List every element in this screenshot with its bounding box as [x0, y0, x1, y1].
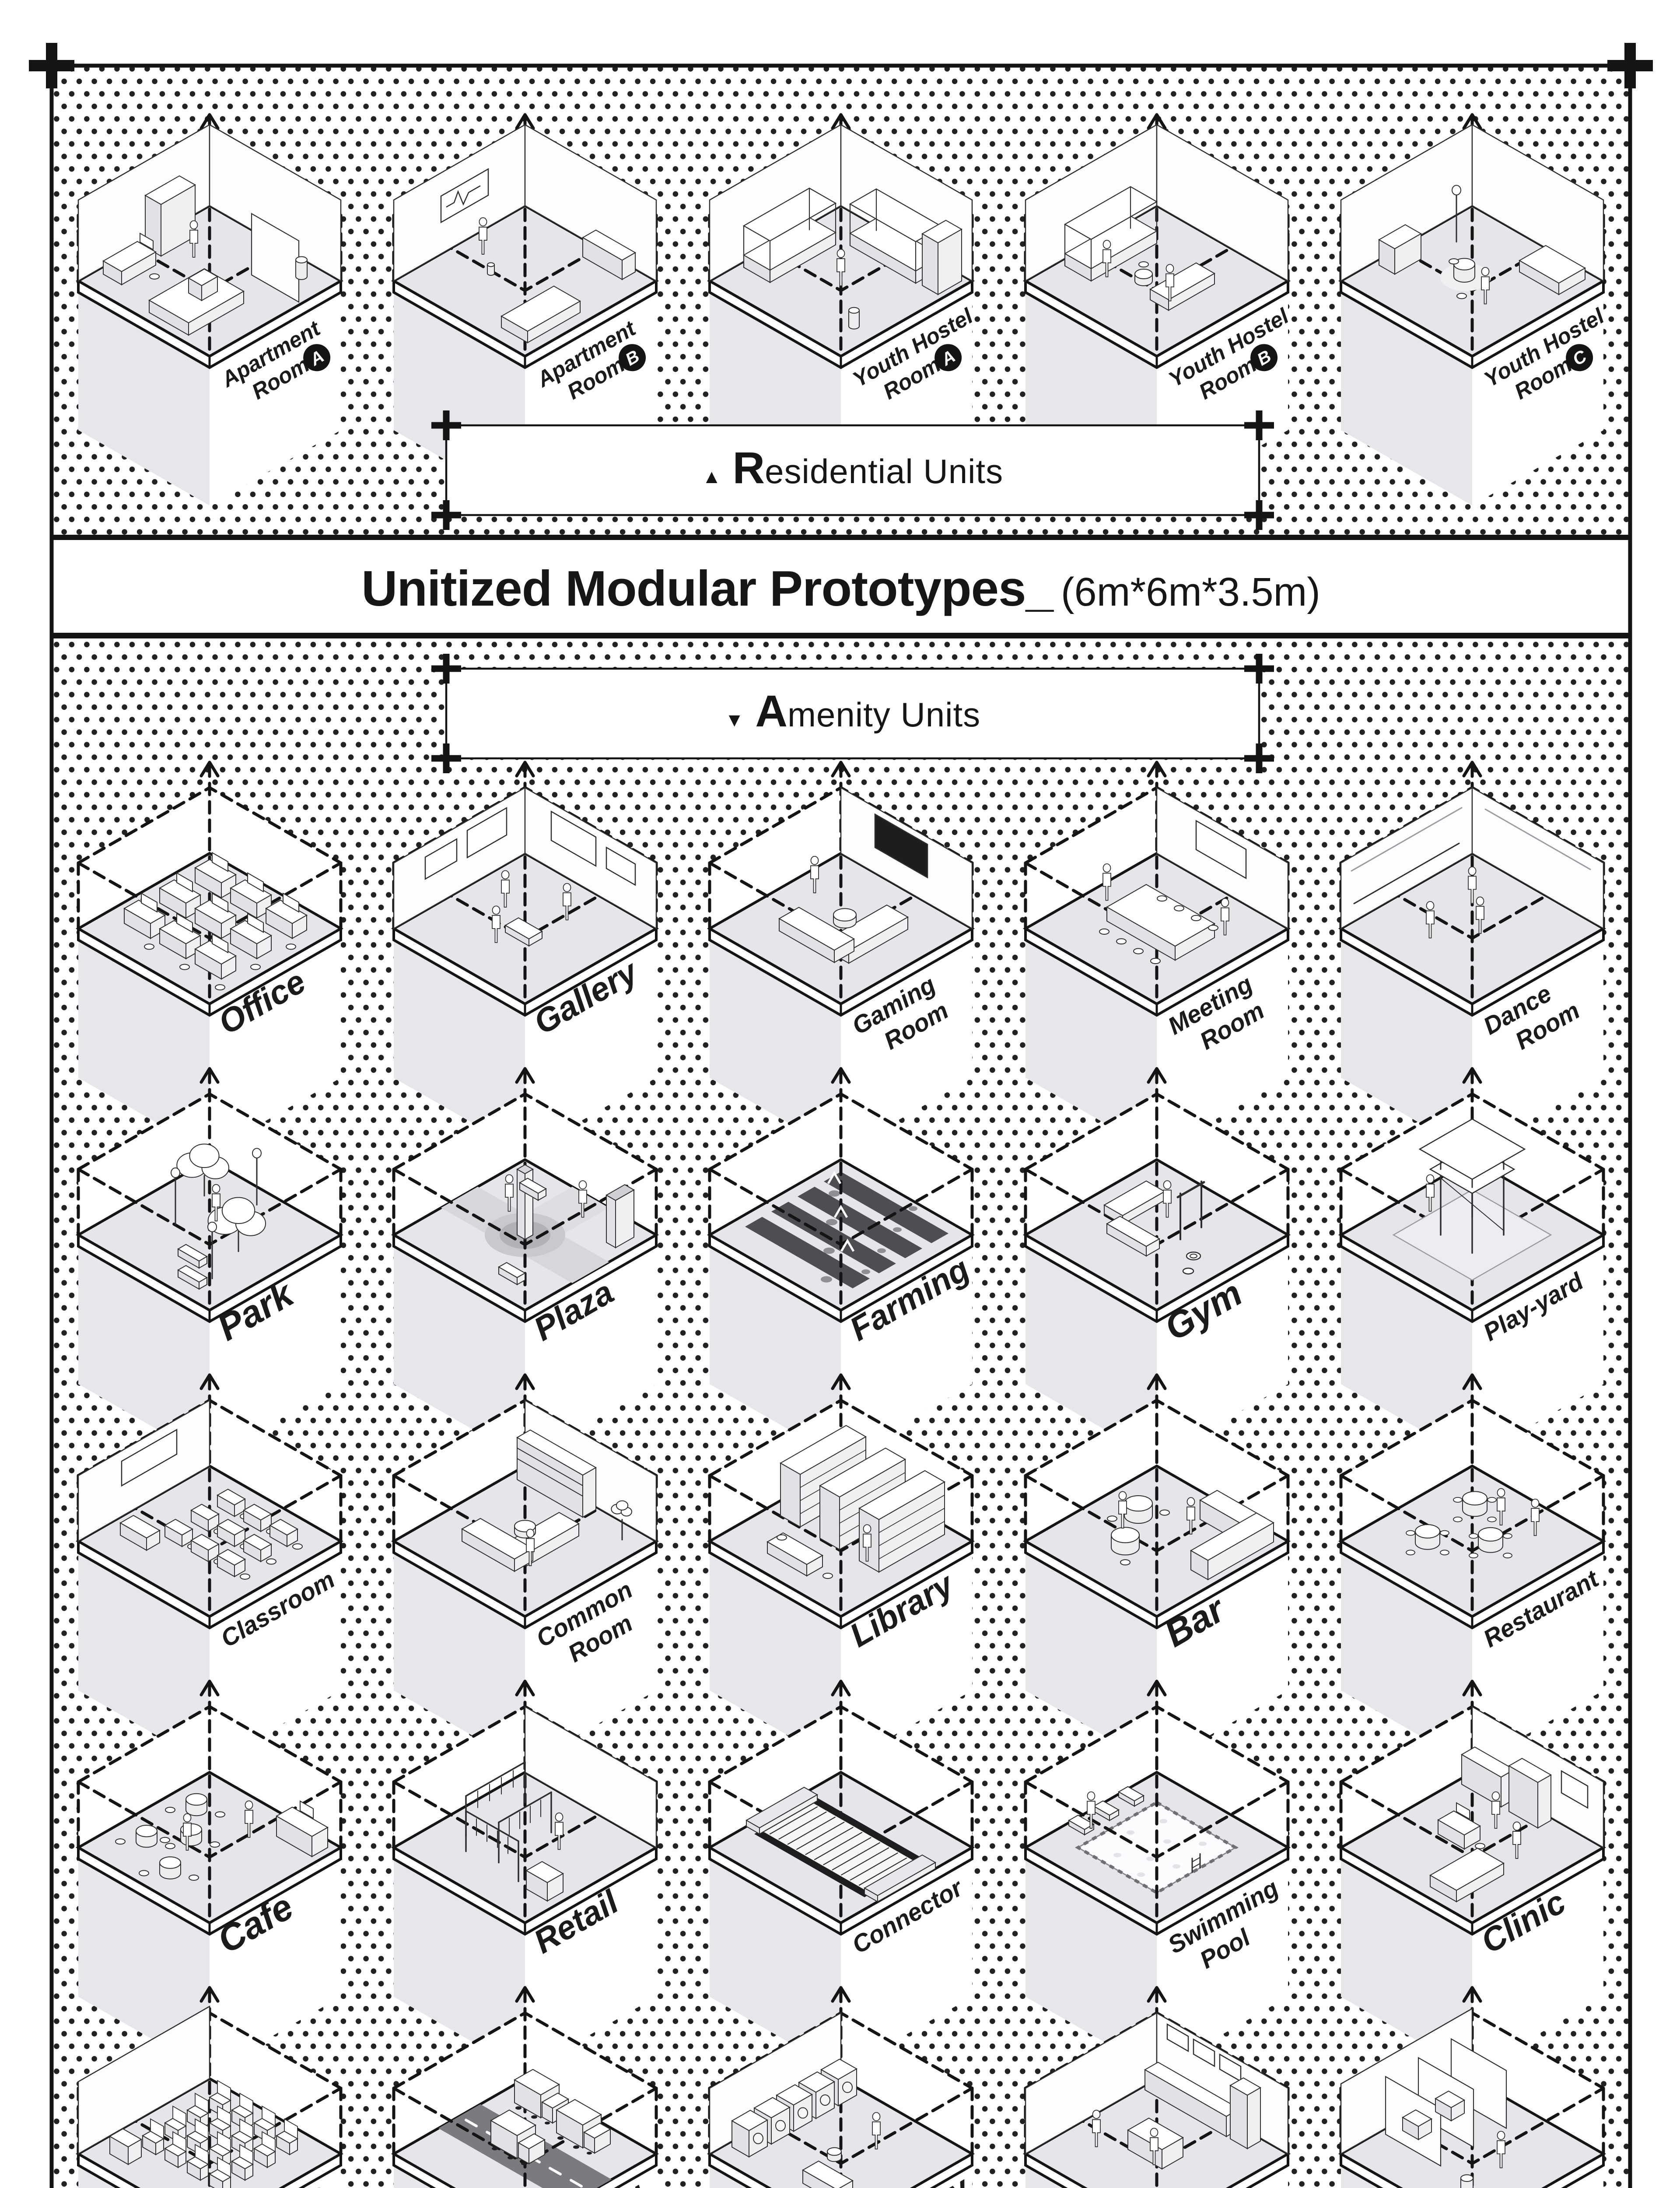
unit-lecture: Lecture: [75, 1986, 344, 2188]
unit-gym: Gym: [1022, 1067, 1291, 1459]
unit-bar: Bar: [1022, 1373, 1291, 1766]
unit-clinic: Clinic: [1338, 1680, 1606, 2072]
page-title: Unitized Modular Prototypes_(6m*6m*3.5m): [361, 561, 1320, 617]
unit-classroom: Classroom: [75, 1373, 344, 1766]
registration-cross: [431, 654, 461, 684]
unit-parking: Parking: [391, 1986, 659, 2188]
youth-hostel-room-b-badge: [1250, 344, 1278, 372]
unit-office: Office: [75, 761, 344, 1153]
unit-farming: Farming: [707, 1067, 976, 1459]
registration-cross: [431, 743, 461, 773]
residential-banner: ▲Residential Units: [445, 424, 1260, 516]
registration-cross: [29, 43, 74, 88]
registration-marks: [29, 43, 1653, 773]
amenity-banner-text: ▼Amenity Units: [725, 686, 980, 736]
unit-toilet: Toilet: [1338, 1986, 1606, 2188]
title-band: [52, 540, 1630, 633]
residential-banner-text: ▲Residential Units: [702, 443, 1003, 493]
unit-retail: Retail: [391, 1680, 659, 2072]
apartment-room-b-badge: [619, 344, 646, 372]
youth-hostel-room-a-badge: [934, 344, 962, 372]
registration-cross: [431, 500, 461, 530]
page-border: [49, 63, 1632, 2188]
unit-restaurant: Restaurant: [1338, 1373, 1606, 1766]
registration-cross: [431, 410, 461, 440]
registration-cross: [1244, 410, 1274, 440]
youth-hostel-room-c-badge: [1566, 344, 1593, 372]
unit-library: Library: [707, 1373, 975, 1766]
registration-cross: [1244, 500, 1274, 530]
title-rule-bottom: [52, 633, 1630, 638]
unit-gallery: Gallery: [391, 761, 659, 1153]
title-rule-top: [52, 535, 1630, 540]
amenity-banner: ▼Amenity Units: [445, 667, 1260, 760]
registration-cross: [1244, 743, 1274, 773]
unit-laundry: Laundry: [707, 1986, 977, 2188]
unit-connector: Connector: [707, 1680, 975, 2072]
unit-cafe: Cafe: [75, 1680, 344, 2072]
apartment-room-a-badge: [303, 344, 331, 372]
unit-pantry: Pantry: [1022, 1986, 1291, 2188]
registration-cross: [1244, 654, 1274, 684]
registration-cross: [1607, 43, 1653, 88]
unit-play-yard: Play-yard: [1338, 1067, 1606, 1459]
unit-park: Park: [75, 1067, 344, 1459]
unit-plaza: Plaza: [391, 1067, 659, 1459]
